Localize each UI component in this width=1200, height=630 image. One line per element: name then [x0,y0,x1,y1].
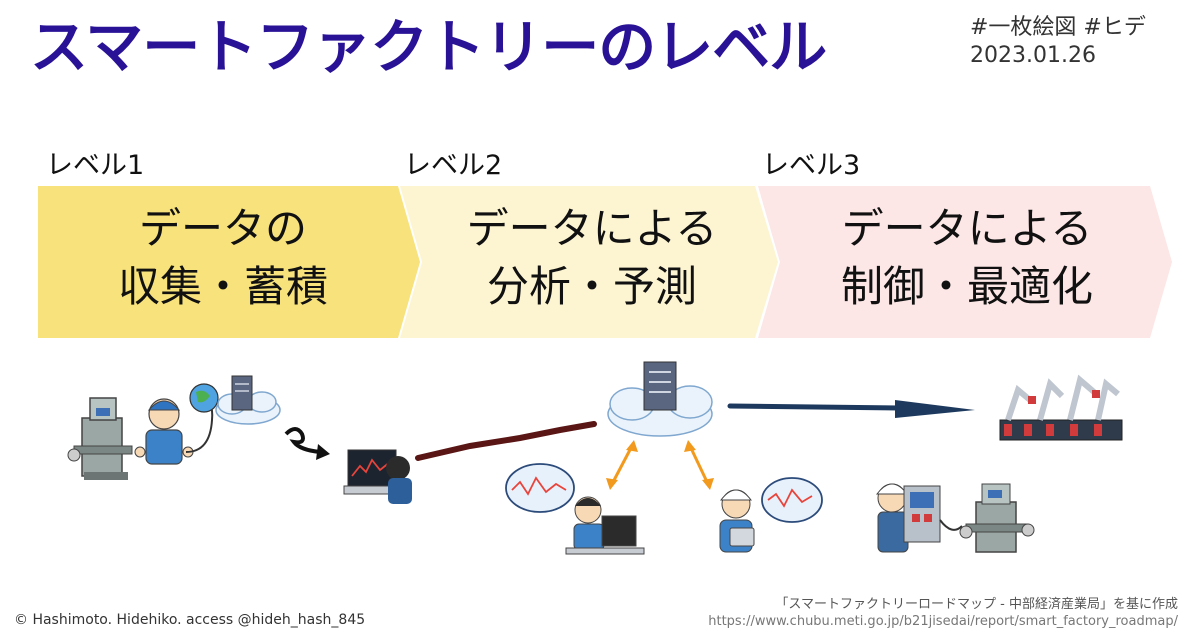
level-3-line1: データによる [841,204,1093,253]
level-3-text: データによる 制御・最適化 [772,200,1162,316]
machine-tool-icon [67,397,133,480]
source-note: 「スマートファクトリーロードマップ - 中部経済産業局」を基に作成 https:… [708,596,1178,630]
level-1-label: レベル1 [46,150,145,181]
engineer-pc-icon [565,496,645,555]
machine-tool-right-icon [959,483,1035,553]
level-2-line1: データによる [466,204,718,253]
cloud-server-icon [215,375,281,425]
globe-icon [189,383,219,413]
level-1-line2: 収集・蓄積 [117,262,328,311]
control-arrow-line [727,403,903,411]
level-3-label: レベル3 [762,150,861,181]
operator-panel-icon [875,483,941,553]
source-line1: 「スマートファクトリーロードマップ - 中部経済産業局」を基に作成 [775,597,1178,612]
panel-cable [939,519,963,531]
level-1-chevron [38,186,420,338]
copyright-credit: © Hashimoto. Hidehiko. access @hideh_has… [14,612,366,628]
engineer-tablet-icon [719,489,755,553]
analyst-monitor-icon [343,449,412,504]
date: 2023.01.26 [970,43,1096,68]
header-meta: #一枚絵図 #ヒデ 2023.01.26 [970,14,1146,70]
level-1-line1: データの [138,204,307,253]
exchange-arrows [606,440,714,490]
level-1-text: データの 収集・蓄積 [38,200,408,316]
trend-line [415,421,597,461]
level-2-label: レベル2 [404,150,503,181]
level-2-line2: 分析・予測 [486,262,697,311]
cloud-server-center-icon [607,361,713,437]
level-2-chevron [400,186,778,338]
level-3-chevron [758,186,1172,338]
robot-line-icon [999,374,1123,441]
page-title: スマートファクトリーのレベル [30,13,827,81]
worker-icon [134,398,194,465]
level-2-text: データによる 分析・予測 [412,200,772,316]
chart-bubble-right-icon [761,477,823,523]
chart-bubble-left-icon [505,463,575,513]
source-url[interactable]: https://www.chubu.meti.go.jp/b21jisedai/… [708,614,1178,629]
swirl-arrow [284,427,321,454]
level-3-line2: 制御・最適化 [840,262,1093,311]
control-arrow-head [895,400,975,418]
hashtags: #一枚絵図 #ヒデ [970,15,1146,40]
